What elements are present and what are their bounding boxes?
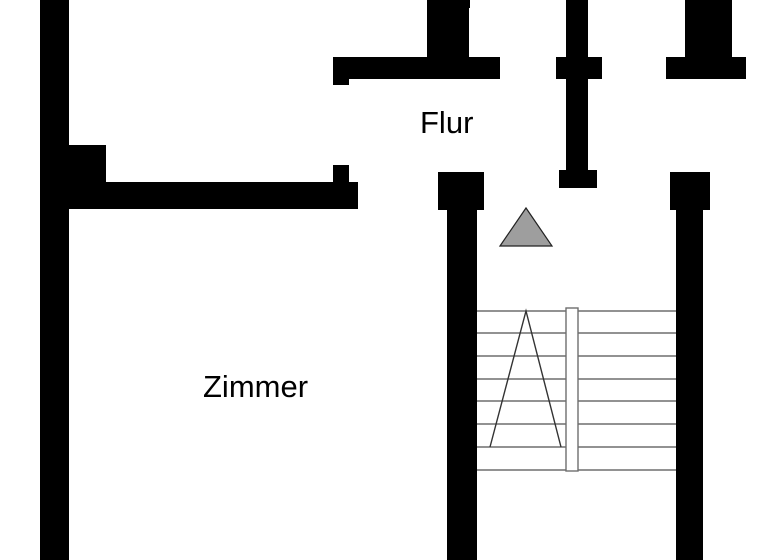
wall-jamb-top-middle [333,57,349,85]
triangle-up-icon [498,206,554,247]
wall-horizontal-top-middle [333,57,500,79]
wall-jamb-top-center [556,57,602,79]
room-label-flur: Flur [420,105,473,140]
wall-stair-right [676,172,703,560]
wall-outer-left [40,0,69,560]
wall-foot-top-center [559,170,597,188]
wall-horizontal-room [69,182,358,209]
room-label-zimmer: Zimmer [203,369,308,404]
stair-direction-lines [489,308,562,448]
wall-stair-right-cap [670,172,710,210]
chimney-middle [427,0,469,62]
chimney-middle-cap [438,0,470,8]
wall-stair-left [447,172,477,560]
stair-handrail [565,307,579,472]
wall-pillar-left [69,145,106,185]
wall-door-jamb-room [333,165,349,187]
chimney-right [685,0,732,62]
wall-vertical-top-center [566,0,588,186]
wall-horizontal-top-right [666,57,746,79]
wall-stair-left-cap [438,172,484,210]
